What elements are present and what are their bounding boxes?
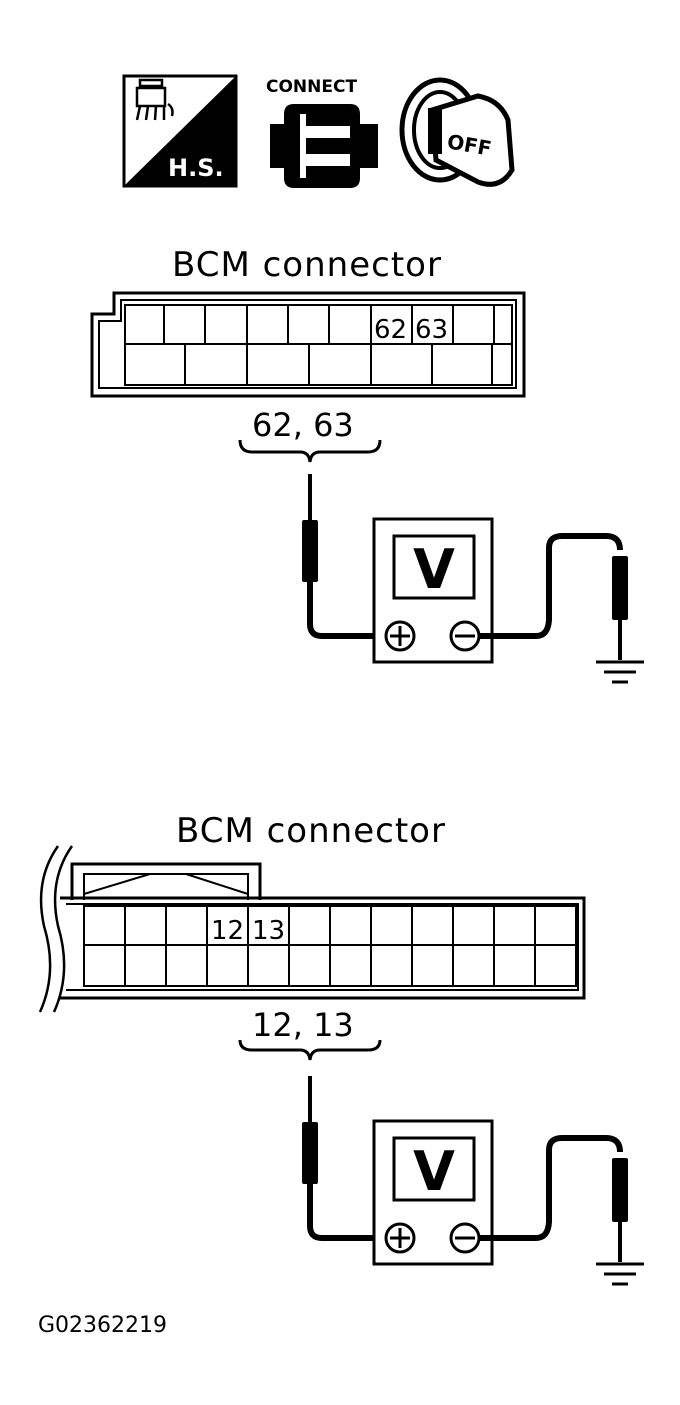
lower-meter-label: V [413, 1140, 455, 1203]
upper-ground-icon [596, 660, 644, 684]
upper-probe-positive [302, 474, 384, 639]
lower-terminal-12: 12 [211, 916, 244, 946]
upper-probe-negative [479, 533, 628, 660]
lower-probe-label: 12, 13 [252, 1006, 354, 1044]
upper-connector-title: BCM connector [172, 245, 442, 285]
lower-probe-negative [479, 1135, 628, 1262]
hs-label: H.S. [168, 154, 224, 182]
upper-terminal-63: 63 [415, 315, 448, 345]
upper-terminal-62: 62 [374, 315, 407, 345]
ignition-key-icon: OFF [399, 77, 515, 187]
hand-switch-icon: H.S. [122, 74, 238, 188]
lower-voltmeter: V [372, 1119, 494, 1266]
figure-id: G02362219 [38, 1313, 167, 1338]
lower-probe-positive [302, 1076, 384, 1241]
lower-connector [38, 845, 586, 1013]
upper-meter-label: V [413, 538, 455, 601]
upper-voltmeter: V [372, 517, 494, 664]
lower-brace [238, 1039, 382, 1061]
connect-label: CONNECT [266, 77, 357, 97]
lower-terminal-13: 13 [252, 916, 285, 946]
connect-icon: CONNECT [266, 77, 378, 188]
lower-ground-icon [596, 1262, 644, 1286]
upper-probe-label: 62, 63 [252, 406, 354, 444]
upper-connector [90, 291, 526, 398]
lower-connector-title: BCM connector [176, 811, 446, 851]
upper-brace [238, 439, 382, 463]
